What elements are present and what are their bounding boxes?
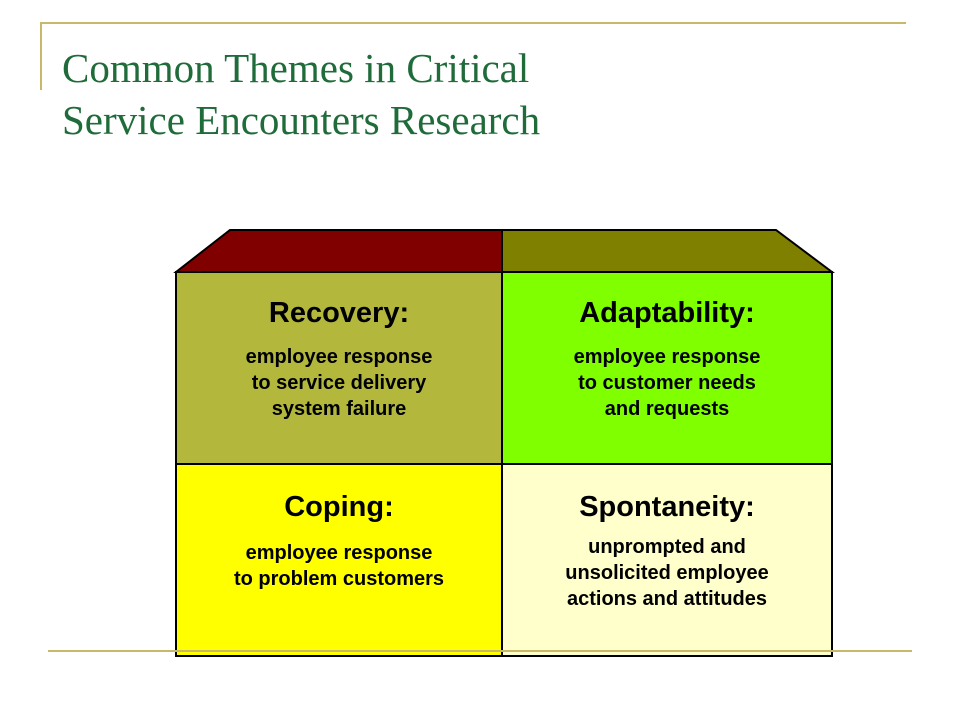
title-line-1: Common Themes in Critical: [62, 45, 530, 91]
bottom-rule: [48, 650, 912, 652]
adaptability-description: employee response to customer needs and …: [573, 346, 761, 420]
recovery-quadrant: [175, 271, 503, 465]
roof-left-panel: [173, 229, 503, 273]
spontaneity-heading: Spontaneity:: [579, 491, 755, 523]
spontaneity-text: Spontaneity: unprompted and unsolicited …: [502, 490, 832, 612]
slide-title: Common Themes in Critical Service Encoun…: [62, 42, 540, 146]
adaptability-heading: Adaptability:: [579, 297, 755, 329]
left-rule: [40, 22, 42, 90]
spontaneity-description: unprompted and unsolicited employee acti…: [565, 536, 769, 610]
adaptability-quadrant: [501, 271, 833, 465]
recovery-heading: Recovery:: [268, 297, 410, 329]
coping-quadrant: [175, 463, 503, 657]
coping-text: Coping: employee response to problem cus…: [176, 490, 502, 592]
coping-description: employee response to problem customers: [233, 542, 445, 590]
spontaneity-quadrant: [501, 463, 833, 657]
coping-heading: Coping:: [284, 491, 394, 523]
adaptability-text: Adaptability: employee response to custo…: [502, 296, 832, 422]
top-rule: [40, 22, 906, 24]
recovery-description: employee response to service delivery sy…: [245, 346, 433, 420]
title-line-2: Service Encounters Research: [62, 97, 541, 143]
roof-right-panel: [501, 229, 835, 273]
recovery-text: Recovery: employee response to service d…: [176, 296, 502, 422]
